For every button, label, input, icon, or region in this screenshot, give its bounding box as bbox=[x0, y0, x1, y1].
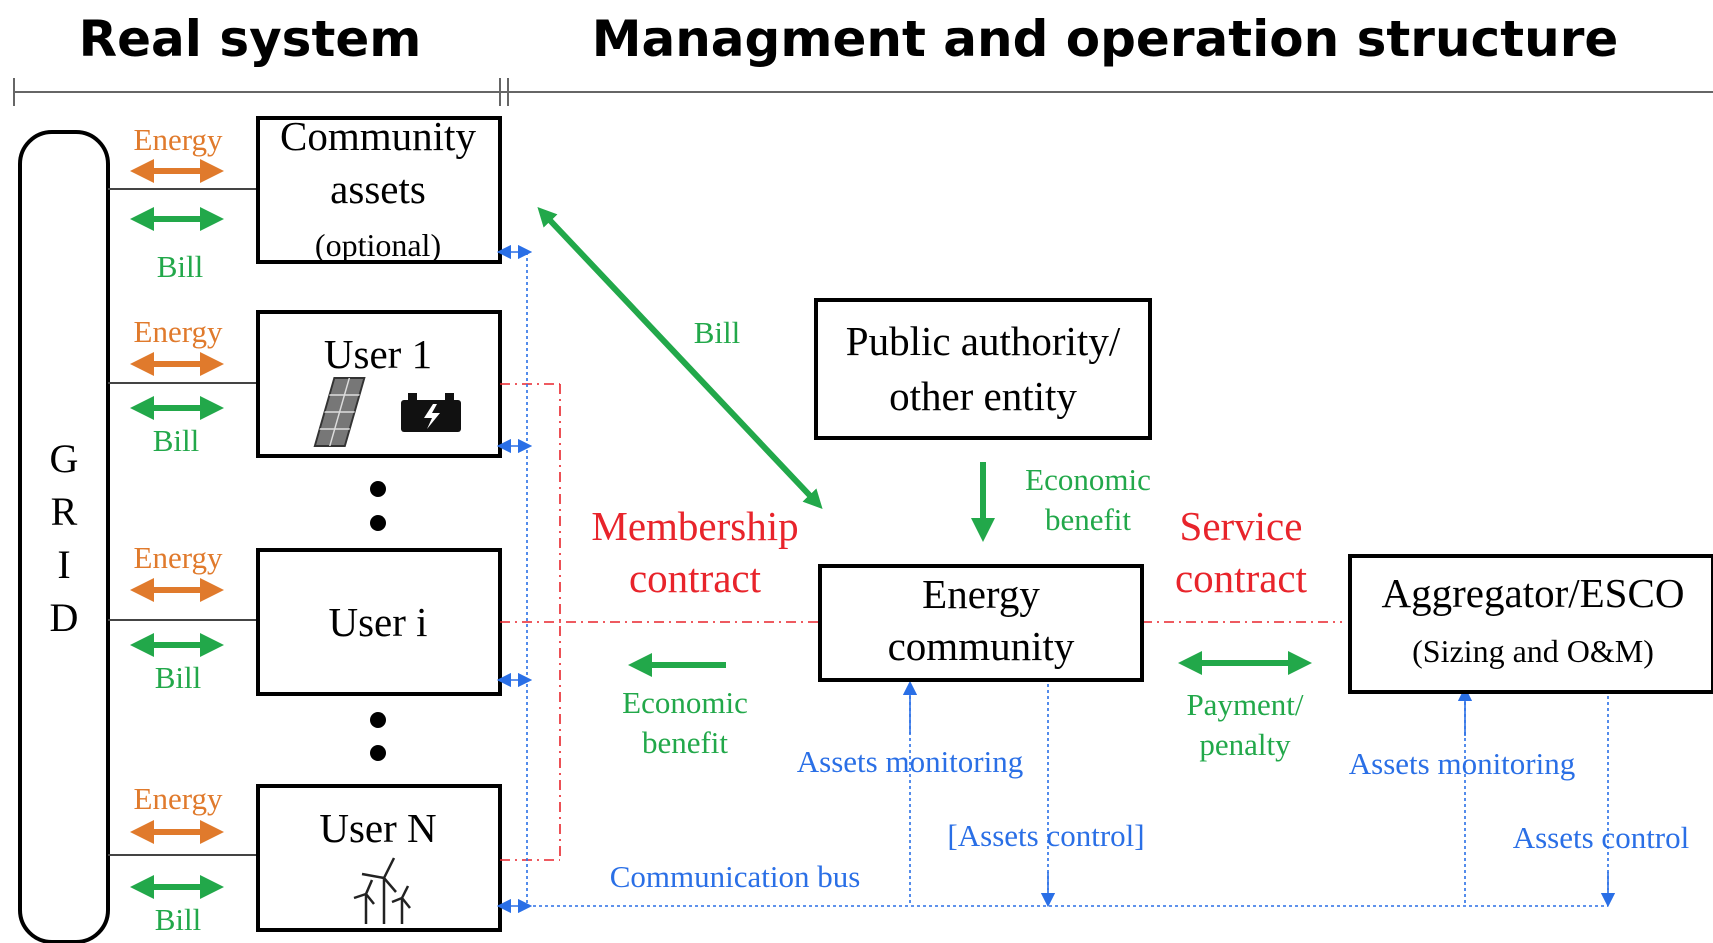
header-scale-line bbox=[13, 78, 1713, 106]
communication-bus-label: Communication bus bbox=[610, 859, 861, 894]
aggregator-line1: Aggregator/ESCO bbox=[1382, 570, 1685, 616]
bill-diagonal-arrow bbox=[537, 207, 823, 509]
service-contract-line2: contract bbox=[1175, 555, 1308, 601]
public-authority-box bbox=[814, 298, 1152, 440]
grid-letter-d: D bbox=[50, 595, 79, 640]
membership-contract-line1: Membership bbox=[591, 503, 798, 549]
useri-box bbox=[256, 548, 502, 696]
bill-label-usern: Bill bbox=[155, 902, 202, 937]
assets-control-label-1: [Assets control] bbox=[947, 818, 1144, 853]
energy-label-useri: Energy bbox=[134, 540, 223, 575]
economic-benefit-top-line1: Economic bbox=[1025, 462, 1151, 497]
energy-label-community: Energy bbox=[134, 122, 223, 157]
economic-benefit-left-line1: Economic bbox=[622, 685, 748, 720]
community-assets-line3: (optional) bbox=[315, 227, 441, 263]
energy-community-line1: Energy bbox=[922, 571, 1040, 617]
payment-penalty-line2: penalty bbox=[1199, 727, 1291, 762]
membership-contract-line2: contract bbox=[629, 555, 762, 601]
usern-box bbox=[256, 784, 502, 932]
public-authority-line1: Public authority/ bbox=[846, 318, 1121, 364]
grid-connection-lines bbox=[108, 188, 258, 856]
aggregator-line2: (Sizing and O&M) bbox=[1412, 633, 1654, 669]
bus-connectors bbox=[496, 244, 533, 914]
grid-letter-i: I bbox=[57, 542, 70, 587]
user1-label: User 1 bbox=[324, 331, 432, 377]
community-assets-box bbox=[256, 116, 502, 264]
header-management-structure: Managment and operation structure bbox=[592, 10, 1619, 68]
bill-label-community: Bill bbox=[157, 249, 204, 284]
energy-community-line2: community bbox=[888, 623, 1075, 669]
user1-box bbox=[256, 310, 502, 458]
assets-monitoring-label-2: Assets monitoring bbox=[1349, 746, 1575, 781]
service-contract-line1: Service bbox=[1180, 503, 1303, 549]
assets-control-label-2: Assets control bbox=[1513, 820, 1690, 855]
monitoring-arrows bbox=[902, 680, 1616, 908]
wind-turbine-icon bbox=[353, 857, 411, 924]
public-authority-line2: other entity bbox=[889, 373, 1077, 419]
energy-label-user1: Energy bbox=[134, 314, 223, 349]
usern-label: User N bbox=[319, 805, 436, 851]
battery-icon bbox=[401, 393, 461, 432]
grid-letter-r: R bbox=[51, 489, 78, 534]
solar-panel-icon bbox=[313, 377, 366, 447]
economic-benefit-left-line2: benefit bbox=[642, 725, 728, 760]
energy-community-box bbox=[818, 564, 1144, 682]
useri-label: User i bbox=[328, 599, 427, 645]
community-assets-line1: Community bbox=[280, 113, 476, 159]
bill-diagonal-label: Bill bbox=[694, 315, 741, 350]
payment-penalty-line1: Payment/ bbox=[1186, 687, 1303, 722]
aggregator-esco-box bbox=[1348, 554, 1713, 694]
bill-label-user1: Bill bbox=[153, 423, 200, 458]
assets-monitoring-label-1: Assets monitoring bbox=[797, 744, 1023, 779]
ellipsis-dots bbox=[370, 481, 386, 761]
grid-letter-g: G bbox=[50, 436, 79, 481]
energy-label-usern: Energy bbox=[134, 781, 223, 816]
bill-label-useri: Bill bbox=[155, 660, 202, 695]
header-real-system: Real system bbox=[79, 10, 422, 68]
community-assets-line2: assets bbox=[330, 166, 426, 212]
grid-box bbox=[18, 130, 110, 943]
economic-benefit-top-line2: benefit bbox=[1045, 502, 1131, 537]
